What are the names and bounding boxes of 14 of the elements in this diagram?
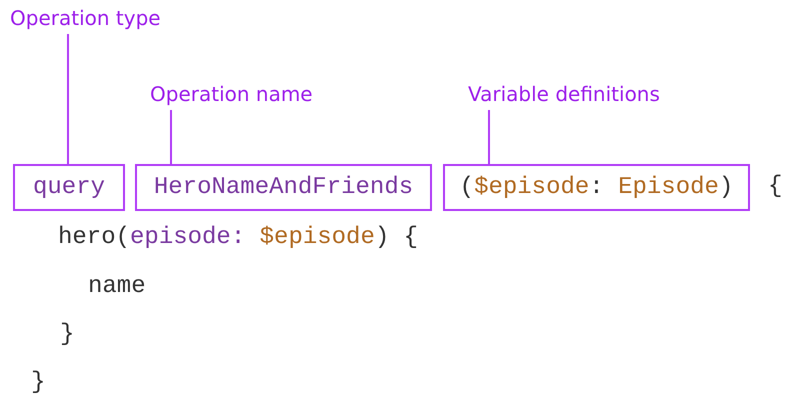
code-highlight-box: query [13,164,125,211]
annotation-label: Operation name [150,80,313,108]
code-highlight-box: ($episode: Episode) [443,164,750,211]
code-line: } [31,368,46,398]
code-line: hero(episode: $episode) { [58,223,418,253]
code-line: name [88,272,146,302]
code-line: } [60,320,74,350]
code-line: { [768,172,782,202]
annotation-label: Operation type [10,4,161,32]
annotation-label: Variable definitions [468,80,660,108]
leader-line [67,34,69,164]
leader-line [170,110,172,164]
code-highlight-box: HeroNameAndFriends [135,164,432,211]
leader-line [488,110,490,164]
